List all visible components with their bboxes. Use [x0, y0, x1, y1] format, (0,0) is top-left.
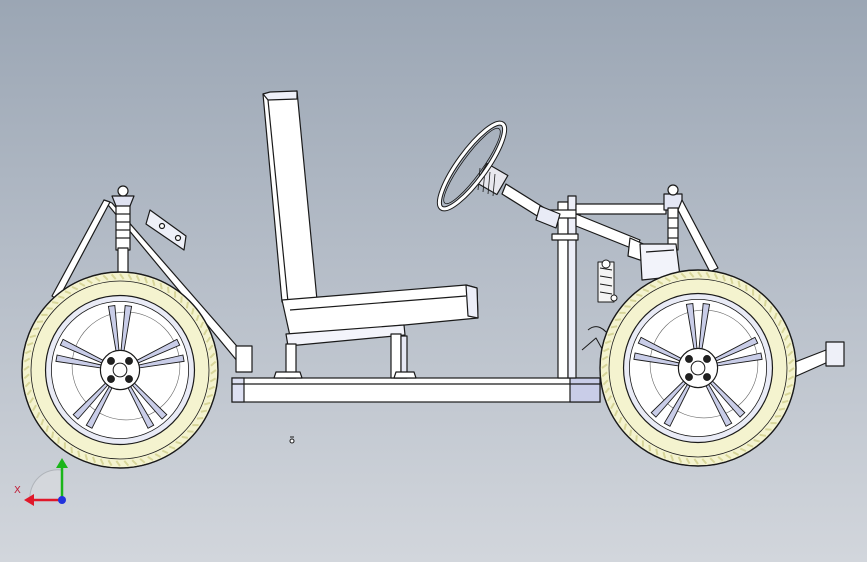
front-frame: [549, 184, 845, 379]
main-frame-rail: [231, 377, 601, 403]
rear-wheel-tread: [23, 273, 217, 467]
wheels: [21, 269, 797, 469]
steering-assembly: [436, 120, 561, 229]
front-wheel: [599, 269, 797, 467]
coordinate-triad-icon: [24, 458, 68, 506]
rear-suspension: [51, 185, 253, 373]
seat: [262, 90, 479, 379]
x-axis-label: X: [14, 485, 21, 496]
front-wheel-tread: [601, 271, 795, 465]
stray-fastener: [289, 436, 295, 444]
rear-wheel: [21, 271, 219, 469]
